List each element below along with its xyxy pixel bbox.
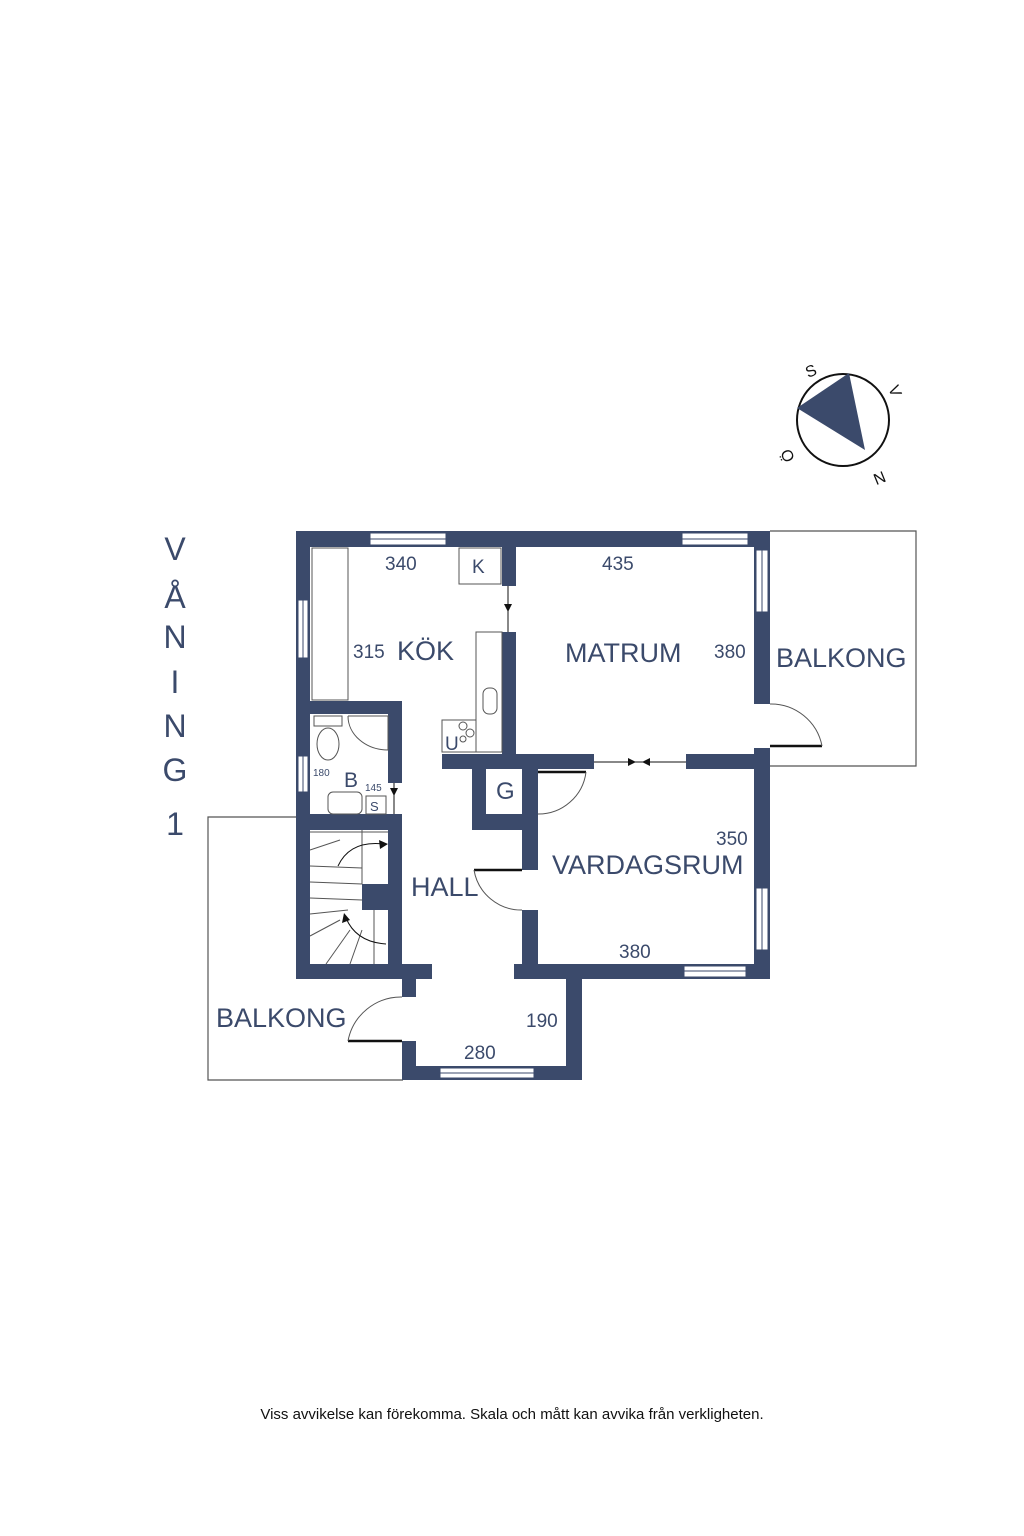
- balcony-right-outline: [770, 530, 917, 767]
- stair-step: [309, 897, 363, 901]
- door-swing: [347, 996, 403, 1042]
- dimension-vardagsrum-width: 380: [619, 942, 651, 963]
- wall: [522, 910, 538, 979]
- compass-needle-icon: [797, 373, 865, 450]
- dimension-matrum-depth: 380: [714, 642, 746, 663]
- room-label-vardagsrum: VARDAGSRUM: [552, 850, 744, 880]
- oven-label: U: [445, 734, 459, 755]
- doors: [347, 586, 823, 1043]
- burner-icon: [459, 735, 467, 743]
- dimension-kok-width: 340: [385, 554, 417, 575]
- stair-step: [309, 881, 363, 885]
- stair-step: [309, 919, 341, 937]
- dimension-matrum-width: 435: [602, 554, 634, 575]
- cabinet: [365, 795, 387, 815]
- dimension-bad-depth: 180: [313, 768, 330, 779]
- room-label-balkong: BALKONG: [216, 1003, 347, 1033]
- wall: [502, 531, 516, 586]
- arrow-icon: [504, 604, 512, 612]
- sink-icon: [482, 687, 498, 715]
- stair-arrow-icon: [337, 842, 385, 867]
- compass-o: Ö: [777, 446, 798, 464]
- room-label-balkong: BALKONG: [776, 643, 907, 673]
- kitchen-counter: [475, 631, 503, 753]
- shower-icon: [347, 715, 389, 751]
- stair-step: [309, 909, 349, 915]
- wall: [310, 814, 402, 830]
- walls: [296, 531, 770, 1080]
- stair-step: [349, 929, 363, 965]
- wall: [296, 964, 432, 979]
- floor-label-letter: N: [163, 708, 186, 744]
- floor-label-letter: Å: [164, 579, 186, 615]
- wall: [310, 701, 402, 714]
- floor-label-letter: I: [171, 664, 180, 700]
- dimension-bad-width: 145: [365, 783, 382, 794]
- washbasin-icon: [327, 791, 363, 815]
- floor-label-letter: V: [164, 531, 186, 567]
- compass-n: N: [871, 467, 888, 487]
- stairs: [309, 830, 388, 965]
- burner-icon: [458, 721, 468, 731]
- dimension-hall-width: 280: [464, 1043, 496, 1064]
- cabinet-label: S: [370, 799, 379, 814]
- door-swing: [473, 869, 523, 911]
- balcony-left-outline: [207, 816, 403, 1081]
- floor-label-letter: 1: [166, 806, 184, 842]
- door-swing: [769, 703, 823, 747]
- stair-arrow-icon: [345, 917, 387, 945]
- bathroom-fixtures: [313, 715, 389, 815]
- fridge-label: K: [472, 557, 485, 578]
- wall: [388, 701, 402, 783]
- room-label-bad: B: [344, 769, 358, 792]
- wall: [388, 830, 402, 964]
- floor-label-letter: N: [163, 619, 186, 655]
- toilet-icon: [316, 727, 340, 761]
- room-label-hall: HALL: [411, 872, 479, 902]
- arrow-icon: [379, 840, 388, 849]
- stair-step: [309, 865, 363, 869]
- fridge: [458, 547, 502, 585]
- room-labels: KÖK MATRUM BALKONG VARDAGSRUM HALL BALKO…: [216, 636, 907, 1033]
- dimension-labels: 340 315 435 380 180 145 350 380 190 280: [313, 554, 748, 1064]
- arrow-icon: [628, 758, 636, 766]
- room-label-garderob: G: [496, 778, 515, 805]
- wall: [296, 531, 310, 979]
- dimension-vardagsrum-depth: 350: [716, 829, 748, 850]
- floor-label: V Å N I N G 1: [163, 531, 188, 842]
- kitchen-counter: [311, 547, 349, 701]
- toilet-tank: [313, 715, 343, 727]
- floor-label-letter: G: [163, 752, 188, 788]
- kitchen-fixtures: [311, 547, 503, 753]
- stair-step: [325, 929, 351, 965]
- wall: [502, 632, 516, 768]
- dimension-kok-depth: 315: [353, 642, 385, 663]
- wall: [566, 979, 582, 1080]
- room-label-kok: KÖK: [397, 636, 454, 666]
- compass-s: S: [803, 362, 819, 382]
- compass: S V N Ö: [777, 362, 904, 487]
- compass-v: V: [884, 383, 904, 400]
- wall: [472, 814, 538, 830]
- door-swing: [537, 771, 587, 815]
- compass-ring: [796, 373, 890, 467]
- disclaimer-text: Viss avvikelse kan förekomma. Skala och …: [260, 1406, 764, 1423]
- burner-icon: [465, 728, 475, 738]
- wall: [402, 979, 416, 997]
- wall: [686, 754, 770, 769]
- stair-step: [309, 839, 341, 851]
- stove: [441, 719, 477, 753]
- balcony-outlines: [207, 530, 917, 1081]
- dimension-hall-depth: 190: [526, 1011, 558, 1032]
- windows: [297, 532, 769, 1079]
- wall: [522, 768, 538, 870]
- fixture-labels: K U S: [370, 557, 485, 814]
- arrow-icon: [390, 788, 398, 796]
- arrow-icon: [642, 758, 650, 766]
- arrow-icon: [342, 913, 350, 923]
- room-label-matrum: MATRUM: [565, 638, 681, 668]
- wall: [442, 754, 594, 769]
